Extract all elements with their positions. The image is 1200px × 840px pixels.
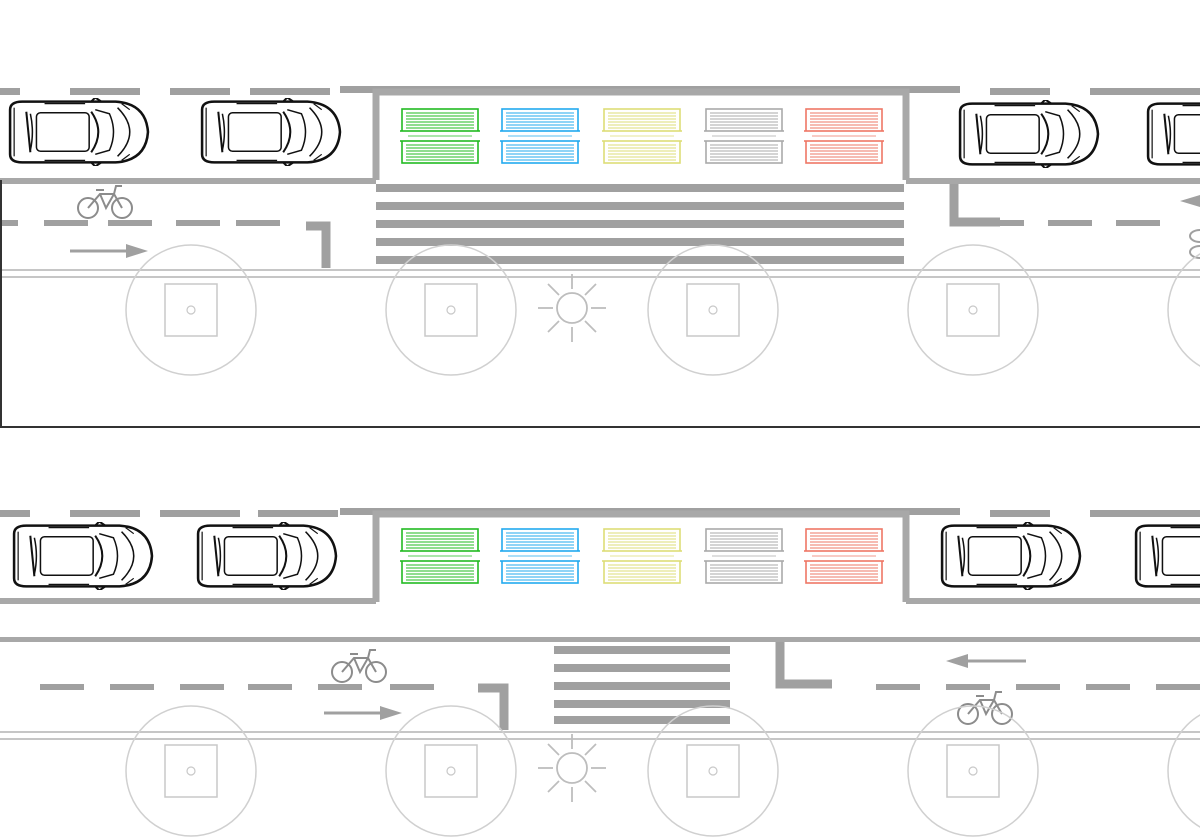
car: [940, 522, 1082, 590]
tree: [647, 244, 779, 376]
tree: [907, 244, 1039, 376]
tree: [385, 705, 517, 837]
tree: [1167, 705, 1200, 837]
benches: [400, 108, 884, 164]
sidewalk-edge: [0, 269, 1200, 278]
bench-yellow: [602, 528, 682, 584]
car: [196, 522, 338, 590]
bench-gray: [704, 108, 784, 164]
curb: [0, 178, 1200, 184]
stop-lines: [478, 642, 832, 730]
tree: [1167, 244, 1200, 376]
car: [200, 98, 342, 166]
stop-lines: [306, 184, 1000, 268]
car: [958, 100, 1100, 168]
bench-gray: [704, 528, 784, 584]
sidewalk-edge: [0, 731, 1200, 740]
lane-center-dashes: [0, 220, 1160, 226]
tree: [125, 705, 257, 837]
street-lamp: [537, 733, 607, 803]
tree: [647, 705, 779, 837]
street-trees: [125, 244, 1200, 376]
zebra-crossing: [554, 646, 730, 724]
car: [8, 98, 150, 166]
car: [1146, 100, 1200, 168]
bike-lane-symbol: [957, 691, 1013, 725]
curb: [0, 598, 1200, 642]
bench-green: [400, 108, 480, 164]
car: [12, 522, 154, 590]
bench-bay: [372, 510, 910, 602]
bike-lane-symbol: [331, 649, 387, 683]
bench-bay: [372, 88, 910, 180]
tree: [125, 244, 257, 376]
lane-center-dashes: [40, 684, 1200, 690]
lane-arrows: [70, 195, 1200, 258]
plan-view-lower: [0, 508, 1200, 837]
car: [1134, 522, 1200, 590]
bench-green: [400, 528, 480, 584]
bench-yellow: [602, 108, 682, 164]
street-lamp: [537, 273, 607, 343]
tree: [385, 244, 517, 376]
tree: [907, 705, 1039, 837]
plan-view-upper: [0, 86, 1200, 427]
bench-blue: [500, 528, 580, 584]
bike-lane-symbol-partial: [1189, 229, 1200, 259]
zebra-crossing: [376, 184, 904, 264]
bike-lane-symbol: [77, 185, 133, 219]
street-trees: [125, 705, 1200, 837]
lane-arrows: [324, 654, 1026, 720]
bench-red: [804, 528, 884, 584]
benches: [400, 528, 884, 584]
bench-blue: [500, 108, 580, 164]
bench-red: [804, 108, 884, 164]
